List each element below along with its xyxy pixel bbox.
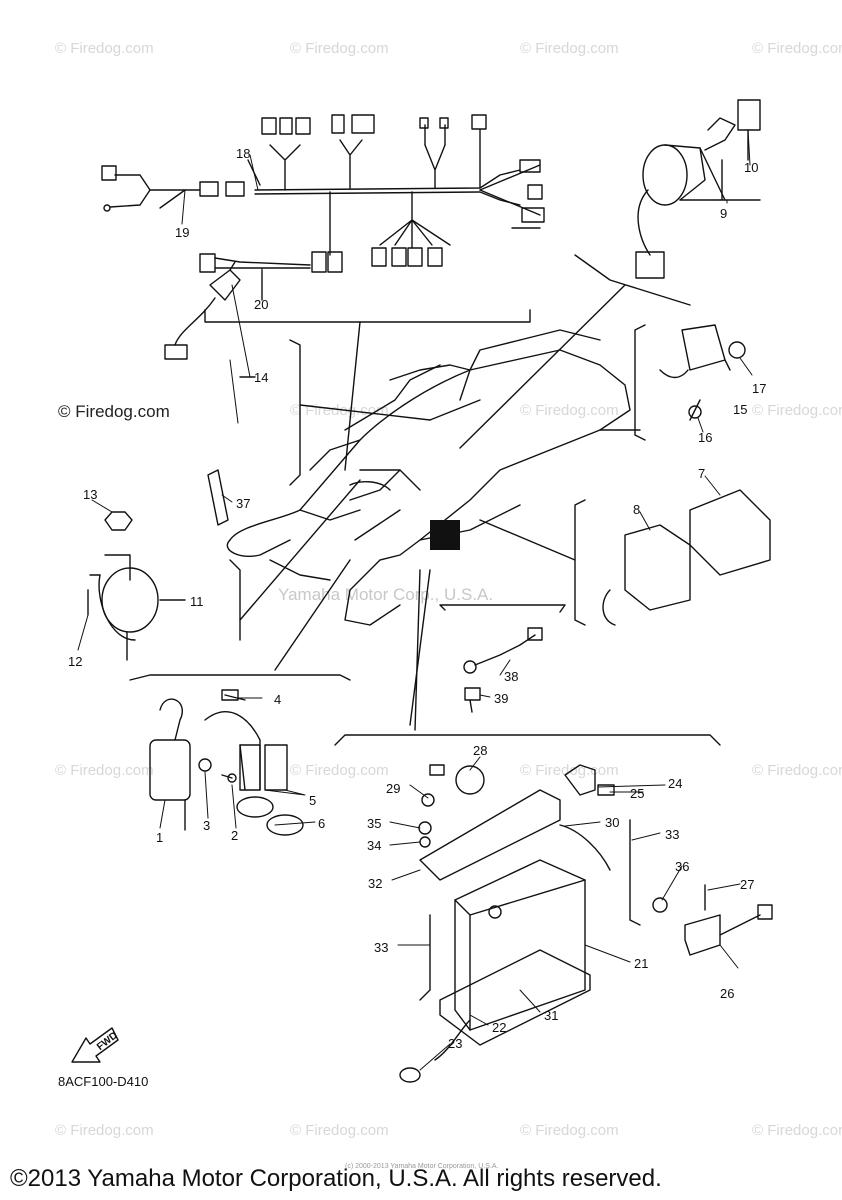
callout-2: 2 — [231, 828, 239, 843]
callout-35: 35 — [367, 816, 382, 831]
fine-print: (c) 2000-2013 Yamaha Motor Corporation, … — [345, 1163, 499, 1170]
callout-32: 32 — [368, 876, 383, 891]
watermark: © Firedog.com — [752, 40, 842, 57]
callout-10: 10 — [744, 160, 759, 175]
copyright-notice: ©2013 Yamaha Motor Corporation, U.S.A. A… — [10, 1165, 662, 1192]
watermark: © Firedog.com — [55, 762, 154, 779]
callout-22: 22 — [492, 1020, 507, 1035]
callout-5: 5 — [309, 793, 317, 808]
callout-13: 13 — [83, 487, 98, 502]
regulator-group — [634, 324, 746, 441]
callout-1: 1 — [156, 830, 164, 845]
callout-38: 38 — [504, 669, 519, 684]
callout-4: 4 — [274, 692, 282, 707]
callout-36: 36 — [675, 859, 690, 874]
watermark-dark: © Firedog.com — [58, 402, 170, 421]
callout-33-left: 33 — [374, 940, 389, 955]
brake-switch-group — [164, 261, 431, 526]
callout-18: 18 — [236, 146, 251, 161]
callout-16: 16 — [698, 430, 713, 445]
main-switch-group — [459, 99, 761, 449]
small-parts-group — [409, 569, 566, 726]
callout-14: 14 — [254, 370, 269, 385]
callout-26: 26 — [720, 986, 735, 1001]
callout-24: 24 — [668, 776, 683, 791]
watermark: © Firedog.com — [520, 402, 619, 419]
watermark: © Firedog.com — [290, 762, 389, 779]
watermark: © Firedog.com — [752, 402, 842, 419]
center-watermark: Yamaha Motor Corp., U.S.A. — [278, 585, 494, 604]
callout-12: 12 — [68, 654, 83, 669]
cdi-unit-group — [479, 489, 771, 626]
callout-39: 39 — [494, 691, 509, 706]
callout-11: 11 — [190, 594, 204, 609]
watermark: © Firedog.com — [290, 40, 389, 57]
callout-30: 30 — [605, 815, 620, 830]
callout-37: 37 — [236, 496, 251, 511]
callout-34: 34 — [367, 838, 382, 853]
callout-9: 9 — [720, 206, 728, 221]
watermark: © Firedog.com — [752, 1122, 842, 1139]
callout-31: 31 — [544, 1008, 559, 1023]
callout-23: 23 — [448, 1036, 463, 1051]
callout-3: 3 — [203, 818, 211, 833]
callout-33-top: 33 — [665, 827, 680, 842]
fwd-arrow — [71, 1027, 119, 1063]
callout-27: 27 — [740, 877, 755, 892]
ignition-coil-group — [129, 559, 351, 836]
callout-6: 6 — [318, 816, 326, 831]
wire-harness-group — [101, 114, 545, 471]
watermark: © Firedog.com — [55, 1122, 154, 1139]
callout-19: 19 — [175, 225, 190, 240]
callout-29: 29 — [386, 781, 401, 796]
battery-group — [334, 569, 773, 1083]
callout-7: 7 — [698, 466, 706, 481]
callout-20: 20 — [254, 297, 269, 312]
callout-28: 28 — [473, 743, 488, 758]
watermark: © Firedog.com — [520, 40, 619, 57]
horn-group — [87, 479, 361, 661]
callout-15: 15 — [733, 402, 748, 417]
watermark: © Firedog.com — [290, 1122, 389, 1139]
leader-lines — [77, 129, 753, 1071]
callout-21: 21 — [634, 956, 649, 971]
callout-8: 8 — [633, 502, 641, 517]
callout-25: 25 — [630, 786, 645, 801]
diagram-code: 8ACF100-D410 — [58, 1074, 149, 1089]
watermark: © Firedog.com — [752, 762, 842, 779]
snowmobile-body — [226, 329, 641, 626]
callout-17: 17 — [752, 381, 767, 396]
watermark: © Firedog.com — [55, 40, 154, 57]
watermark: © Firedog.com — [520, 762, 619, 779]
watermark: © Firedog.com — [520, 1122, 619, 1139]
